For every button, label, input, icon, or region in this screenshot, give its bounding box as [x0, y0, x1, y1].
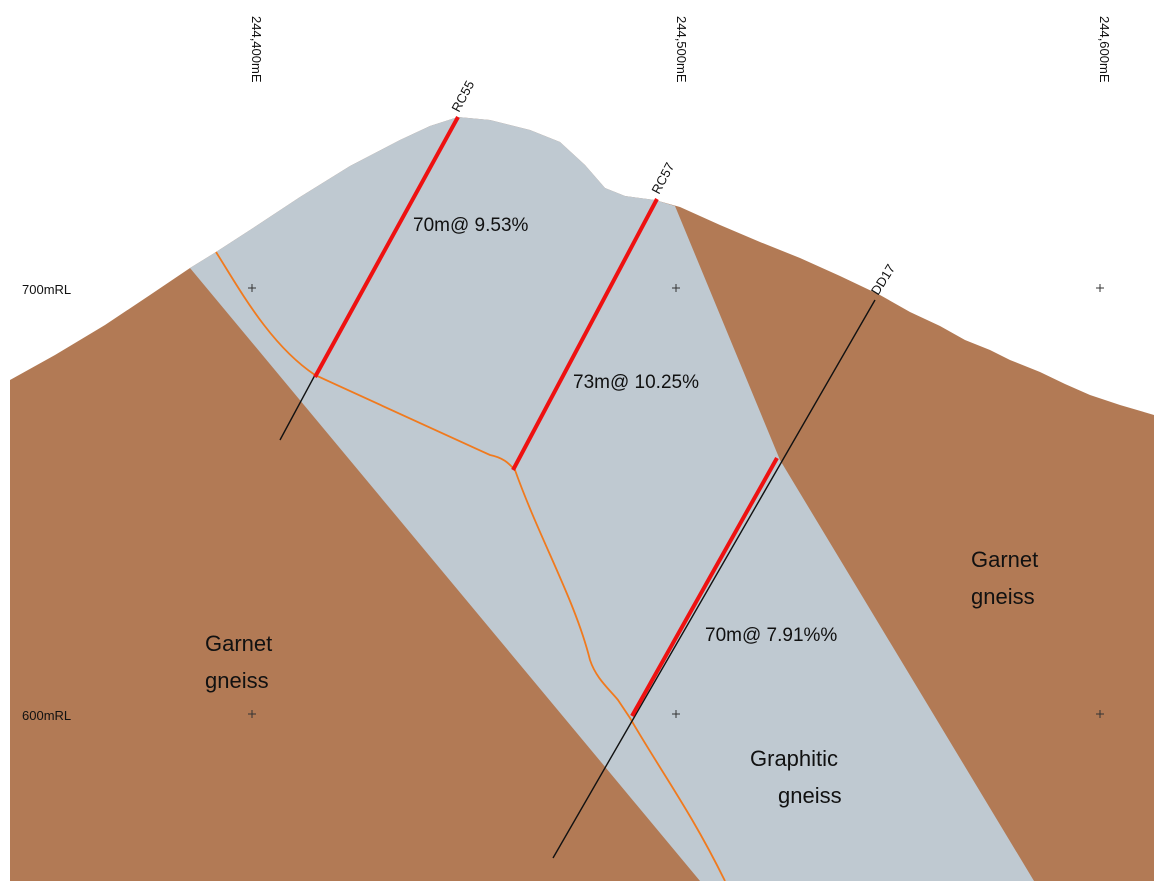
unit-label-graphitic-gneiss-2: gneiss: [778, 783, 842, 808]
drillhole-label-rc55: RC55: [448, 78, 477, 114]
grid-cross-marks: [248, 284, 1104, 718]
unit-label-garnet-gneiss-right: Garnet: [971, 547, 1038, 572]
intercept-segment-rc57: [511, 198, 659, 471]
rl-label-700: 700mRL: [22, 282, 71, 297]
rl-label-600: 600mRL: [22, 708, 71, 723]
easting-label-244400: 244,400mE: [249, 16, 264, 83]
easting-label-244500: 244,500mE: [674, 16, 689, 83]
drillhole-label-rc57: RC57: [648, 160, 677, 196]
intercept-label-rc55: 70m@ 9.53%: [413, 215, 529, 236]
intercept-segment-rc55: [313, 116, 460, 378]
unit-label-garnet-gneiss-left: Garnet: [205, 631, 272, 656]
drillhole-label-dd17: DD17: [868, 261, 898, 297]
drillhole-trace-dd17: [552, 299, 876, 859]
unit-label-garnet-gneiss-right-2: gneiss: [971, 584, 1035, 609]
easting-label-244600: 244,600mE: [1097, 16, 1112, 83]
unit-label-graphitic-gneiss: Graphitic: [750, 746, 838, 771]
drillhole-trace-rc55: [279, 374, 316, 441]
intercept-segment-dd17: [630, 457, 779, 717]
graphitic-gneiss-unit: [190, 117, 1034, 881]
intercept-label-rc57: 73m@ 10.25%: [573, 372, 699, 393]
unit-label-garnet-gneiss-left-2: gneiss: [205, 668, 269, 693]
intercept-label-dd17: 70m@ 7.91%%: [705, 625, 837, 646]
